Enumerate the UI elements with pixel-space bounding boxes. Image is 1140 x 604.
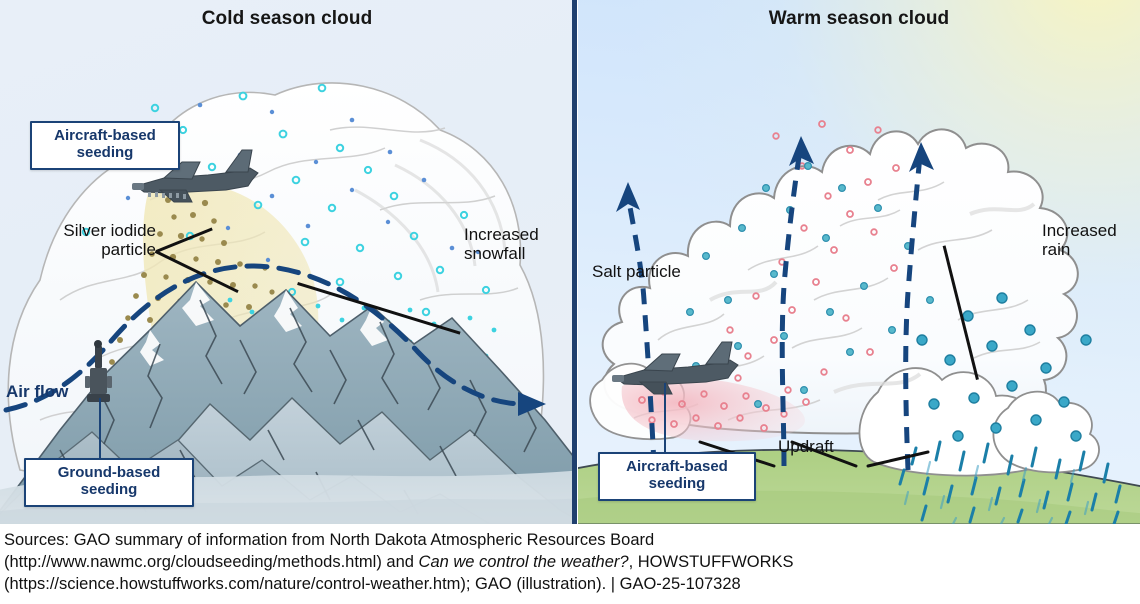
rain-streaks (898, 440, 1122, 524)
warm-aircraft-stem (664, 383, 666, 454)
panel-title-warm: Warm season cloud (768, 8, 950, 29)
sources-line-1: Sources: GAO summary of information from… (4, 531, 655, 549)
panel-title-cold: Cold season cloud (201, 8, 373, 29)
salt-particles (638, 120, 900, 432)
aircraft-icon (132, 149, 259, 203)
rain-streaks-faint (903, 460, 1090, 524)
label-salt-particle: Salt particle (592, 262, 681, 281)
updraft-arrows (625, 149, 923, 471)
sources-line-2-suffix: , HOWSTUFFWORKS (628, 552, 794, 571)
sources-line-2-title: Can we control the weather? (418, 552, 629, 571)
sources-line-3: (https://science.howstuffworks.com/natur… (4, 574, 741, 593)
air-flow-arrow (3, 263, 546, 416)
aircraft-icon (612, 341, 739, 395)
updraft-arrowheads (616, 136, 934, 212)
ground-seeding-generator (85, 340, 112, 402)
ground-seeding-stem (99, 398, 101, 460)
label-updraft: Updraft (778, 437, 834, 456)
label-air-flow: Air flow (6, 382, 69, 401)
warm-season-scene (578, 120, 1140, 524)
sources-line-2: (http://www.nawmc.org/cloudseeding/metho… (4, 552, 1136, 574)
sources-line-2-prefix: (http://www.nawmc.org/cloudseeding/metho… (4, 552, 419, 571)
panel-divider (572, 0, 577, 524)
sources-block: Sources: GAO summary of information from… (0, 524, 1140, 604)
